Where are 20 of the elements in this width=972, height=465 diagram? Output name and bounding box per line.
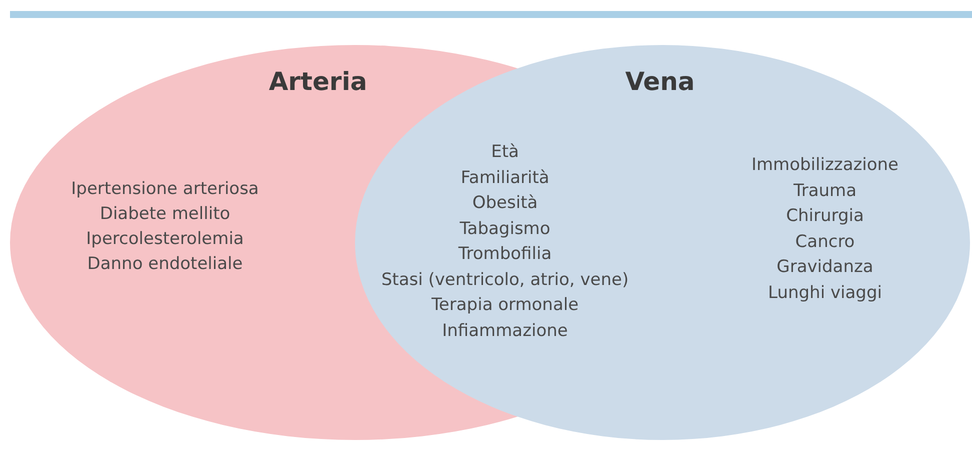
risk-factor-text: Trombofilia: [458, 243, 552, 266]
risk-factor-text: Diabete mellito: [100, 203, 230, 226]
set-title: Vena: [625, 67, 695, 96]
risk-factor-text: Immobilizzazione: [751, 154, 899, 177]
risk-factor-text: Danno endoteliale: [87, 253, 243, 276]
risk-factor-text: Terapia ormonale: [431, 294, 579, 317]
risk-factor-text: Tabagismo: [460, 218, 550, 240]
risk-factor-text: Cancro: [795, 230, 855, 254]
risk-factor-text: Trauma: [793, 180, 857, 202]
risk-factor-text: Ipertensione arteriosa: [71, 178, 259, 201]
risk-factor-text: Infiammazione: [442, 320, 568, 342]
risk-factor-text: Ipercolesterolemia: [86, 228, 244, 251]
risk-factor-text: Chirurgia: [786, 205, 864, 228]
risk-factor-text: Stasi (ventricolo, atrio, vene): [381, 268, 629, 292]
risk-factor-text: Gravidanza: [776, 256, 874, 279]
set-title: Arteria: [268, 67, 368, 96]
risk-factor-text: Familiarità: [460, 166, 550, 190]
risk-factor-text: Obesità: [472, 192, 538, 215]
risk-factor-text: Lunghi viaggi: [768, 282, 882, 304]
risk-factor-text: Età: [491, 141, 519, 164]
